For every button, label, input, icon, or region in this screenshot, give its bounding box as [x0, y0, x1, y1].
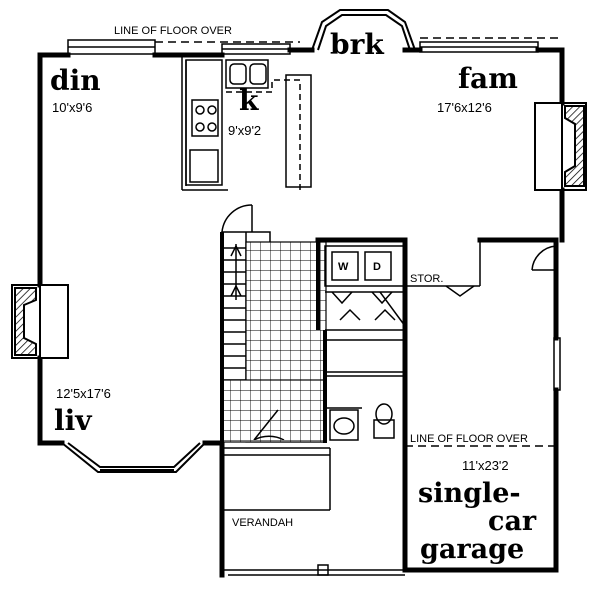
floor-over-label-top: LINE OF FLOOR OVER: [114, 25, 232, 37]
breakfast-bay-window: [311, 9, 416, 51]
kitchen-counters: [181, 55, 312, 191]
garage-size: 11'x23'2: [462, 458, 509, 473]
living-size: 12'5x17'6: [56, 386, 111, 401]
storage: [405, 240, 481, 297]
breakfast-name: brk: [330, 28, 384, 61]
family-name: fam: [458, 62, 518, 95]
kitchen-size: 9'x9'2: [228, 123, 261, 138]
garage-entry-door: [531, 245, 557, 271]
family-size: 17'6x12'6: [437, 100, 492, 115]
powder-room: [325, 375, 405, 441]
hall-tile-floor: [221, 379, 327, 443]
laundry: [324, 245, 406, 373]
front-door: [253, 409, 285, 441]
living-fireplace: [11, 284, 69, 359]
dining-name: din: [50, 64, 101, 97]
family-fireplace: [534, 102, 587, 191]
garage-name-line2: car: [488, 506, 537, 537]
floor-over-label-garage: LINE OF FLOOR OVER: [410, 433, 528, 445]
washer-label: W: [338, 261, 349, 273]
kitchen-name: k: [239, 84, 259, 117]
garage-name-line1: single-: [418, 478, 521, 509]
verandah: [222, 447, 405, 576]
verandah-label: VERANDAH: [232, 517, 293, 529]
windows: [67, 39, 561, 391]
living-name: liv: [54, 404, 92, 437]
living-bay-window: [61, 442, 206, 473]
garage-name-line3: garage: [420, 534, 524, 565]
dining-size: 10'x9'6: [52, 100, 92, 115]
storage-label: STOR.: [410, 273, 443, 285]
floor-over-line-top: [155, 37, 562, 43]
dryer-label: D: [373, 261, 381, 273]
